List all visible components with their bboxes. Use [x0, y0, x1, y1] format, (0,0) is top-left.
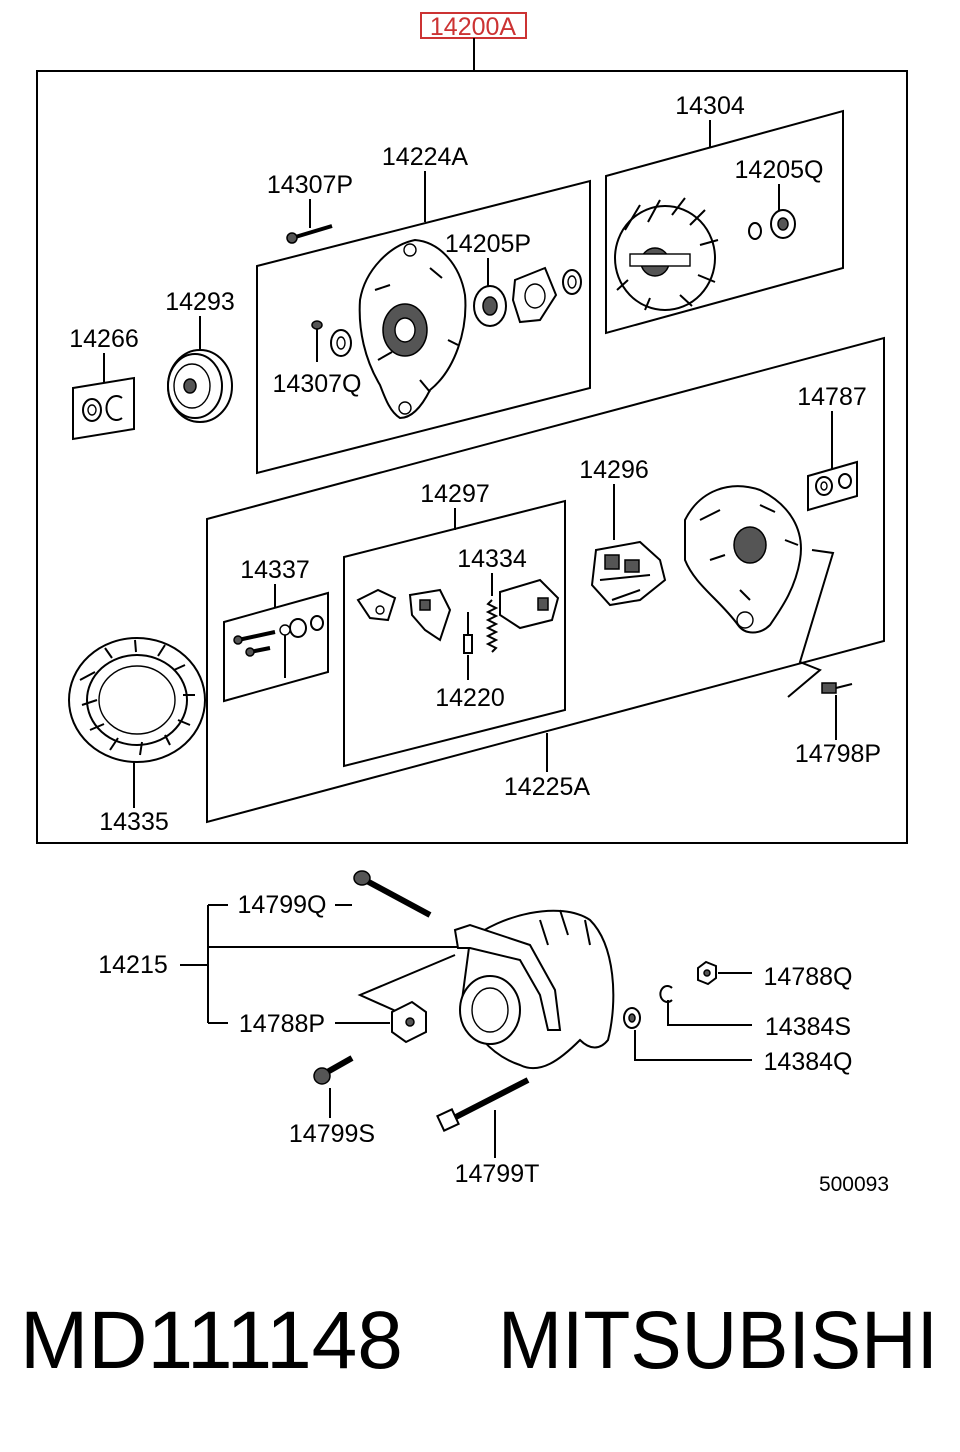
- bolt-14799T[interactable]: [436, 1077, 530, 1132]
- panel-14224A: [256, 179, 591, 475]
- pulley-14293[interactable]: [167, 349, 233, 423]
- label-14384Q[interactable]: 14384Q: [764, 1048, 853, 1076]
- label-14337[interactable]: 14337: [240, 556, 310, 584]
- nut-14788P[interactable]: [391, 1000, 427, 1044]
- bolt-14799S[interactable]: [313, 1055, 354, 1085]
- label-14799T[interactable]: 14799T: [455, 1160, 540, 1188]
- nut-14788Q[interactable]: [697, 960, 717, 986]
- bracket-14215: [180, 904, 460, 1024]
- panel-14297: [343, 499, 566, 768]
- diagram-code: 500093: [819, 1173, 889, 1196]
- stator-14335[interactable]: [68, 637, 206, 763]
- caption-part-number: MD111148: [20, 1295, 403, 1386]
- label-14266[interactable]: 14266: [69, 325, 139, 353]
- label-14205P[interactable]: 14205P: [445, 230, 531, 258]
- brush-14220[interactable]: [463, 612, 473, 654]
- lock-washer-14384S[interactable]: [659, 985, 673, 1003]
- leader-bracket-down: [357, 954, 456, 1013]
- label-14224A[interactable]: 14224A: [382, 143, 469, 171]
- brush-holder-14297[interactable]: [356, 578, 560, 642]
- label-14215[interactable]: 14215: [98, 951, 168, 979]
- panel-14337: [223, 591, 329, 703]
- leader-14798P: [787, 549, 835, 698]
- label-14799Q[interactable]: 14799Q: [238, 891, 327, 919]
- spacer-collar-14266[interactable]: [82, 395, 123, 422]
- washer-14384Q[interactable]: [623, 1007, 641, 1029]
- regulator-14296[interactable]: [590, 540, 667, 607]
- bearing-14205Q[interactable]: [748, 209, 796, 240]
- rotor-part[interactable]: [614, 197, 719, 311]
- rear-housing-part[interactable]: [684, 485, 802, 634]
- top-assembly-label[interactable]: 14200A: [430, 13, 517, 41]
- caption-brand: MITSUBISHI: [498, 1295, 938, 1386]
- label-14799S[interactable]: 14799S: [289, 1120, 375, 1148]
- label-14334[interactable]: 14334: [457, 545, 527, 573]
- label-14293[interactable]: 14293: [165, 288, 235, 316]
- screw-14307Q[interactable]: [311, 320, 323, 362]
- label-14205Q[interactable]: 14205Q: [735, 156, 824, 184]
- label-14788Q[interactable]: 14788Q: [764, 963, 853, 991]
- label-14788P[interactable]: 14788P: [239, 1010, 325, 1038]
- label-14297[interactable]: 14297: [420, 480, 490, 508]
- bolt-14307P[interactable]: [286, 224, 333, 244]
- label-14307Q[interactable]: 14307Q: [273, 370, 362, 398]
- label-14307P[interactable]: 14307P: [267, 171, 353, 199]
- bolt-14799Q[interactable]: [353, 870, 432, 918]
- panel-14304: [605, 109, 844, 335]
- label-14220[interactable]: 14220: [435, 684, 505, 712]
- terminal-14798P[interactable]: [821, 682, 853, 694]
- alternator-assembly-mounted[interactable]: [453, 909, 615, 1070]
- label-14225A[interactable]: 14225A: [504, 773, 591, 801]
- panel-14787: [807, 460, 858, 512]
- panel-14225A: [206, 336, 885, 824]
- label-14335[interactable]: 14335: [99, 808, 169, 836]
- bolt-set-14337[interactable]: [233, 615, 324, 678]
- washer-14787[interactable]: [815, 473, 852, 496]
- front-housing-part[interactable]: [358, 238, 467, 420]
- brush-spring-14334[interactable]: [485, 599, 499, 653]
- label-14798P[interactable]: 14798P: [795, 740, 881, 768]
- panel-14266: [72, 376, 135, 441]
- washer-near-housing[interactable]: [330, 329, 352, 357]
- assembly-frame: [36, 70, 908, 844]
- label-14296[interactable]: 14296: [579, 456, 649, 484]
- label-14384S[interactable]: 14384S: [765, 1013, 851, 1041]
- label-14787[interactable]: 14787: [797, 383, 867, 411]
- label-14304[interactable]: 14304: [675, 92, 745, 120]
- bearing-14205P[interactable]: [473, 266, 582, 327]
